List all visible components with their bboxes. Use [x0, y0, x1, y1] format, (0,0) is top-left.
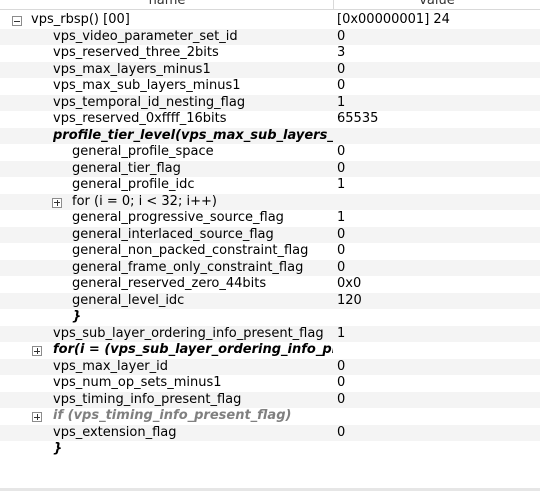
tree-row[interactable]: general_profile_space 0 [0, 144, 540, 161]
field-name: general_interlaced_source_flag [72, 226, 274, 242]
column-header-value[interactable]: value [419, 0, 455, 8]
tree-row-vps-rbsp[interactable]: vps_rbsp() [00] [0x00000001] 24 [0, 12, 540, 29]
field-value: 0 [337, 28, 346, 44]
tree-row-closing-brace[interactable]: } [0, 309, 540, 326]
tree-row[interactable]: vps_temporal_id_nesting_flag 1 [0, 94, 540, 111]
field-name: general_frame_only_constraint_flag [72, 259, 304, 275]
column-header-name[interactable]: name [148, 0, 186, 8]
field-name: general_tier_flag [72, 160, 181, 176]
field-value: [0x00000001] 24 [337, 12, 450, 27]
expand-icon[interactable] [52, 197, 62, 208]
tree-row-profile-tier-level[interactable]: profile_tier_level(vps_max_sub_layers_mi… [0, 127, 540, 144]
expand-icon[interactable] [32, 412, 42, 422]
expand-icon[interactable] [32, 346, 42, 356]
field-name: vps_temporal_id_nesting_flag [53, 94, 246, 110]
field-value: 0 [337, 358, 346, 374]
column-divider[interactable] [333, 0, 334, 9]
field-name: for(i = (vps_sub_layer_ordering_info_pre… [53, 342, 333, 357]
field-name: general_progressive_source_flag [72, 210, 284, 225]
field-value: 0 [337, 61, 346, 77]
tree-row[interactable]: general_tier_flag 0 [0, 160, 540, 177]
field-value: 1 [337, 325, 346, 341]
tree-row-for-loop[interactable]: for (i = 0; i < 32; i++) [0, 193, 540, 210]
tree-row[interactable]: vps_sub_layer_ordering_info_present_flag… [0, 325, 540, 342]
tree-row[interactable]: general_reserved_zero_44bits 0x0 [0, 276, 540, 293]
tree-row[interactable]: vps_reserved_0xffff_16bits 65535 [0, 111, 540, 128]
field-name: vps_num_op_sets_minus1 [53, 375, 222, 390]
field-name: vps_video_parameter_set_id [53, 28, 238, 44]
tree-row-if-timing[interactable]: if (vps_timing_info_present_flag) [0, 408, 540, 425]
tree-row[interactable]: vps_timing_info_present_flag 0 [0, 391, 540, 408]
field-name: general_profile_space [72, 144, 214, 159]
field-name: vps_rbsp() [00] [31, 12, 130, 27]
field-value: 120 [337, 292, 362, 308]
tree-row[interactable]: vps_max_sub_layers_minus1 0 [0, 78, 540, 95]
tree-row[interactable]: general_frame_only_constraint_flag 0 [0, 259, 540, 276]
tree-row[interactable]: vps_max_layer_id 0 [0, 358, 540, 375]
field-value: 0 [337, 243, 346, 258]
tree-row-closing-brace[interactable]: } [0, 441, 540, 458]
column-header: name value [0, 0, 540, 10]
field-name: vps_timing_info_present_flag [53, 391, 242, 407]
tree-row-for-sub-layer[interactable]: for(i = (vps_sub_layer_ordering_info_pre… [0, 342, 540, 359]
tree-row[interactable]: vps_num_op_sets_minus1 0 [0, 375, 540, 392]
tree-row[interactable]: general_profile_idc 1 [0, 177, 540, 194]
field-value: 0 [337, 391, 346, 407]
field-value: 0 [337, 160, 346, 176]
field-name: general_non_packed_constraint_flag [72, 243, 309, 258]
syntax-tree: vps_rbsp() [00] [0x00000001] 24 vps_vide… [0, 10, 540, 491]
field-value: 1 [337, 177, 346, 192]
tree-row[interactable]: general_non_packed_constraint_flag 0 [0, 243, 540, 260]
field-value: 1 [337, 210, 346, 225]
field-name: general_profile_idc [72, 177, 195, 192]
field-name: vps_max_layers_minus1 [53, 61, 211, 77]
field-value: 0 [337, 259, 346, 275]
field-value: 3 [337, 45, 346, 60]
field-value: 1 [337, 94, 346, 110]
field-value: 0 [337, 226, 346, 242]
field-name: vps_reserved_0xffff_16bits [53, 111, 227, 126]
field-value: 0x0 [337, 276, 362, 291]
field-name: } [53, 441, 63, 456]
field-value: 0 [337, 144, 346, 159]
field-name: } [72, 309, 82, 324]
tree-row[interactable]: general_interlaced_source_flag 0 [0, 226, 540, 243]
tree-row[interactable]: vps_reserved_three_2bits 3 [0, 45, 540, 62]
tree-row[interactable]: general_level_idc 120 [0, 292, 540, 309]
field-value: 0 [337, 424, 346, 440]
field-value: 0 [337, 78, 346, 93]
tree-row[interactable]: vps_max_layers_minus1 0 [0, 61, 540, 78]
field-name: for (i = 0; i < 32; i++) [72, 193, 217, 209]
field-name: vps_extension_flag [53, 424, 177, 440]
field-value: 65535 [337, 111, 379, 126]
collapse-icon[interactable] [12, 16, 22, 26]
field-name: general_reserved_zero_44bits [72, 276, 267, 291]
field-name: vps_max_layer_id [53, 358, 169, 374]
field-name: profile_tier_level(vps_max_sub_layers_mi… [53, 127, 333, 143]
tree-row[interactable]: general_progressive_source_flag 1 [0, 210, 540, 227]
field-name: vps_sub_layer_ordering_info_present_flag [53, 325, 324, 341]
tree-row[interactable]: vps_extension_flag 0 [0, 424, 540, 441]
field-name: general_level_idc [72, 292, 185, 308]
field-name: vps_max_sub_layers_minus1 [53, 78, 241, 93]
field-value: 0 [337, 375, 346, 390]
tree-row[interactable]: vps_video_parameter_set_id 0 [0, 28, 540, 45]
horizontal-scrollbar[interactable] [0, 488, 540, 491]
field-name: vps_reserved_three_2bits [53, 45, 219, 60]
field-name: if (vps_timing_info_present_flag) [53, 408, 292, 423]
